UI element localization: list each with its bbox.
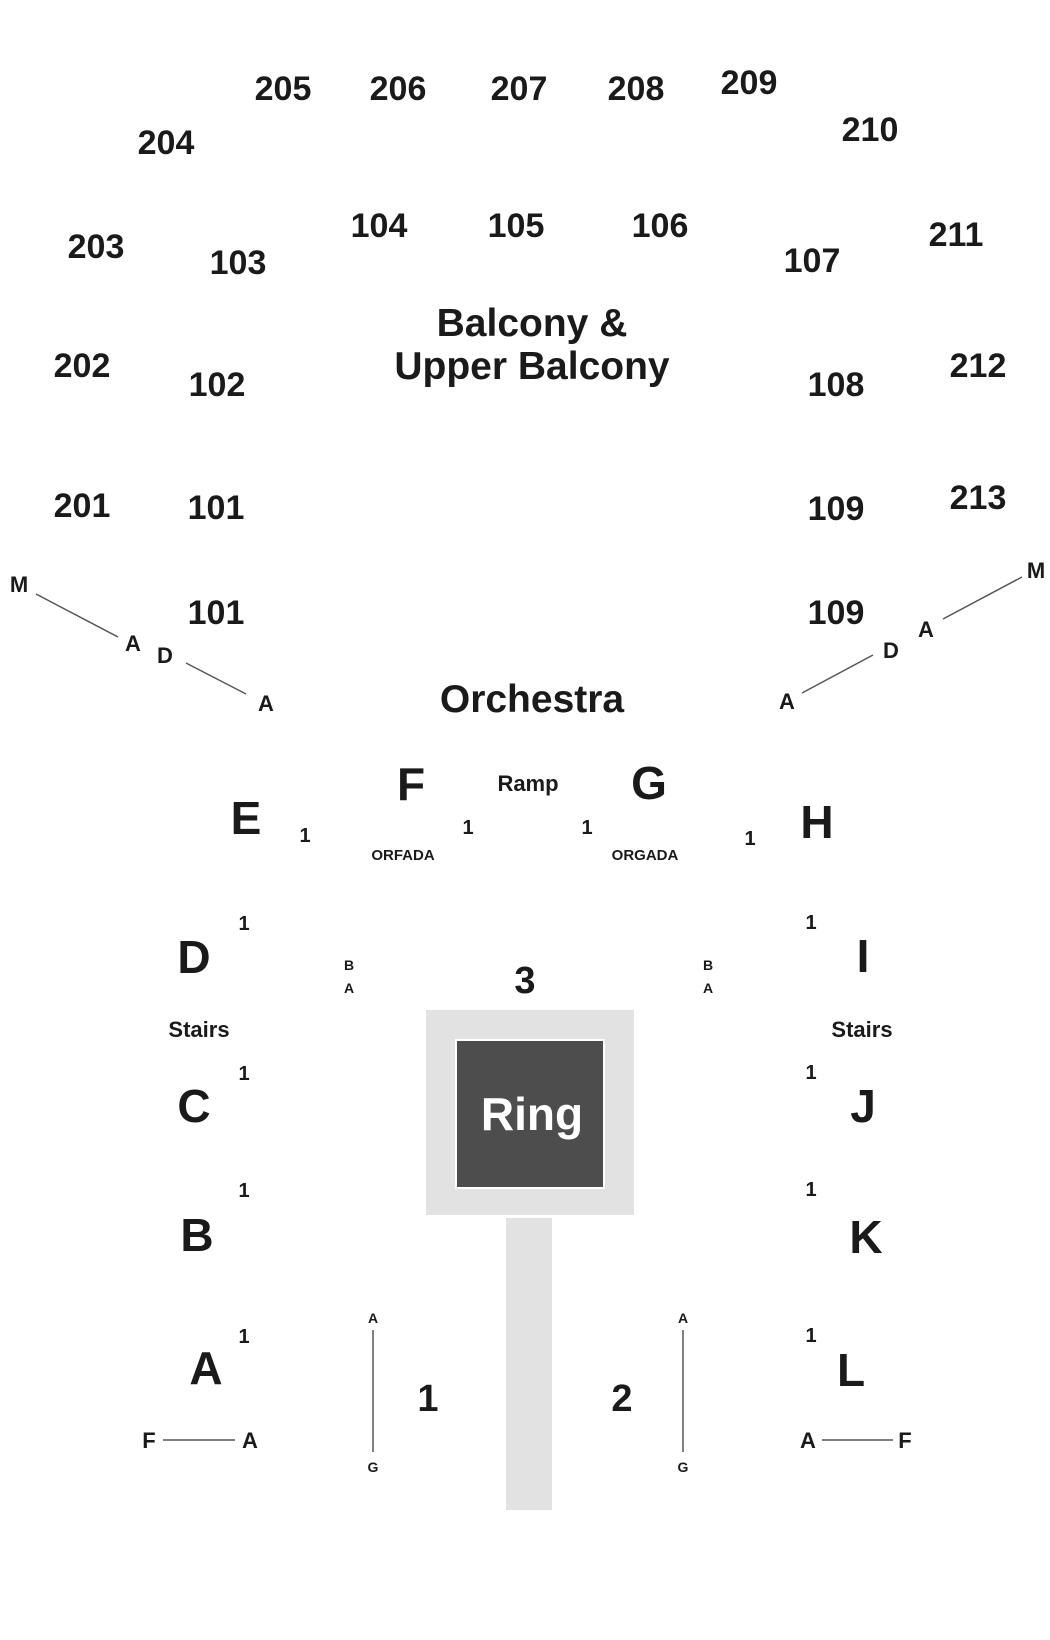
section-e[interactable]: E: [231, 792, 262, 844]
section-d[interactable]: D: [177, 931, 210, 983]
section-207[interactable]: 207: [491, 70, 548, 108]
stairs-left: Stairs: [168, 1017, 229, 1042]
section-j[interactable]: J: [850, 1080, 876, 1132]
section-h-row-1: 1: [744, 828, 755, 850]
orchestra-title: Orchestra: [440, 678, 625, 721]
section-k-row-1: 1: [805, 1179, 816, 1201]
section-c[interactable]: C: [177, 1080, 210, 1132]
row-label-left-m: M: [10, 572, 28, 597]
section-b[interactable]: B: [180, 1209, 213, 1261]
section-210[interactable]: 210: [842, 111, 899, 149]
section-209[interactable]: 209: [721, 64, 778, 102]
row-label-left-a1: A: [125, 631, 141, 656]
section-208[interactable]: 208: [608, 70, 665, 108]
row-label-left-d: D: [157, 643, 173, 668]
section-c-row-1: 1: [238, 1063, 249, 1085]
section-j-row-1: 1: [805, 1062, 816, 1084]
section-a-row-a: A: [242, 1428, 258, 1453]
section-205[interactable]: 205: [255, 70, 312, 108]
row-label-right-m: M: [1027, 558, 1045, 583]
balcony-title-line2: Upper Balcony: [394, 345, 670, 388]
section-i[interactable]: I: [857, 930, 870, 982]
section-201[interactable]: 201: [54, 487, 111, 525]
section-2-row-a: A: [678, 1310, 688, 1326]
section-f[interactable]: F: [397, 758, 425, 810]
row-line-left-upper: [35, 593, 119, 638]
section-107[interactable]: 107: [784, 242, 841, 280]
section-108[interactable]: 108: [808, 366, 865, 404]
section-102[interactable]: 102: [189, 366, 246, 404]
section-213[interactable]: 213: [950, 479, 1007, 517]
section-103[interactable]: 103: [210, 244, 267, 282]
ada-orgada: ORGADA: [612, 847, 679, 864]
section-206[interactable]: 206: [370, 70, 427, 108]
section-104[interactable]: 104: [351, 207, 408, 245]
section-a-row-f: F: [142, 1428, 155, 1453]
section-1[interactable]: 1: [417, 1378, 438, 1420]
section-3-row-b-right: B: [703, 957, 713, 973]
section-3-row-a-right: A: [703, 980, 713, 996]
balcony-title-line1: Balcony &: [437, 302, 628, 345]
section-l-row-a: A: [800, 1428, 816, 1453]
section-1-row-a: A: [368, 1310, 378, 1326]
section-f-row-1: 1: [462, 817, 473, 839]
section-a-row-1: 1: [238, 1326, 249, 1348]
section-h[interactable]: H: [800, 796, 833, 848]
section-a[interactable]: A: [189, 1342, 222, 1394]
section-d-row-1: 1: [238, 913, 249, 935]
row-line-right-lower: [801, 654, 874, 694]
row-line-left-lower: [185, 662, 247, 695]
section-e-row-1: 1: [299, 825, 310, 847]
section-101-lower[interactable]: 101: [188, 594, 245, 632]
section-105[interactable]: 105: [488, 207, 545, 245]
section-i-row-1: 1: [805, 912, 816, 934]
section-l-row-1: 1: [805, 1325, 816, 1347]
section-g[interactable]: G: [631, 757, 667, 809]
section-2[interactable]: 2: [611, 1378, 632, 1420]
section-g-row-1: 1: [581, 817, 592, 839]
stairs-right: Stairs: [831, 1017, 892, 1042]
section-202[interactable]: 202: [54, 347, 111, 385]
row-label-right-a2: A: [779, 689, 795, 714]
section-3-row-a-left: A: [344, 980, 354, 996]
section-211[interactable]: 211: [929, 216, 984, 254]
section-3-row-b-left: B: [344, 957, 354, 973]
ramp-label: Ramp: [497, 771, 558, 796]
section-106[interactable]: 106: [632, 207, 689, 245]
section-b-row-1: 1: [238, 1180, 249, 1202]
row-label-right-d: D: [883, 638, 899, 663]
section-l-row-f: F: [898, 1428, 911, 1453]
section-2-row-g: G: [678, 1459, 689, 1475]
section-204[interactable]: 204: [138, 124, 195, 162]
section-101-upper[interactable]: 101: [188, 489, 245, 527]
row-line-right-upper: [942, 576, 1023, 620]
section-109-lower[interactable]: 109: [808, 594, 865, 632]
row-label-left-a2: A: [258, 691, 274, 716]
section-l[interactable]: L: [837, 1344, 865, 1396]
section-k[interactable]: K: [849, 1211, 882, 1263]
section-1-row-g: G: [368, 1459, 379, 1475]
row-label-right-a1: A: [918, 617, 934, 642]
section-109-upper[interactable]: 109: [808, 490, 865, 528]
ada-orfada: ORFADA: [371, 847, 435, 864]
section-212[interactable]: 212: [950, 347, 1007, 385]
section-203[interactable]: 203: [68, 228, 125, 266]
runway: [506, 1218, 552, 1510]
ring-label: Ring: [481, 1088, 583, 1140]
section-3[interactable]: 3: [514, 960, 535, 1002]
ring[interactable]: [455, 1039, 605, 1189]
